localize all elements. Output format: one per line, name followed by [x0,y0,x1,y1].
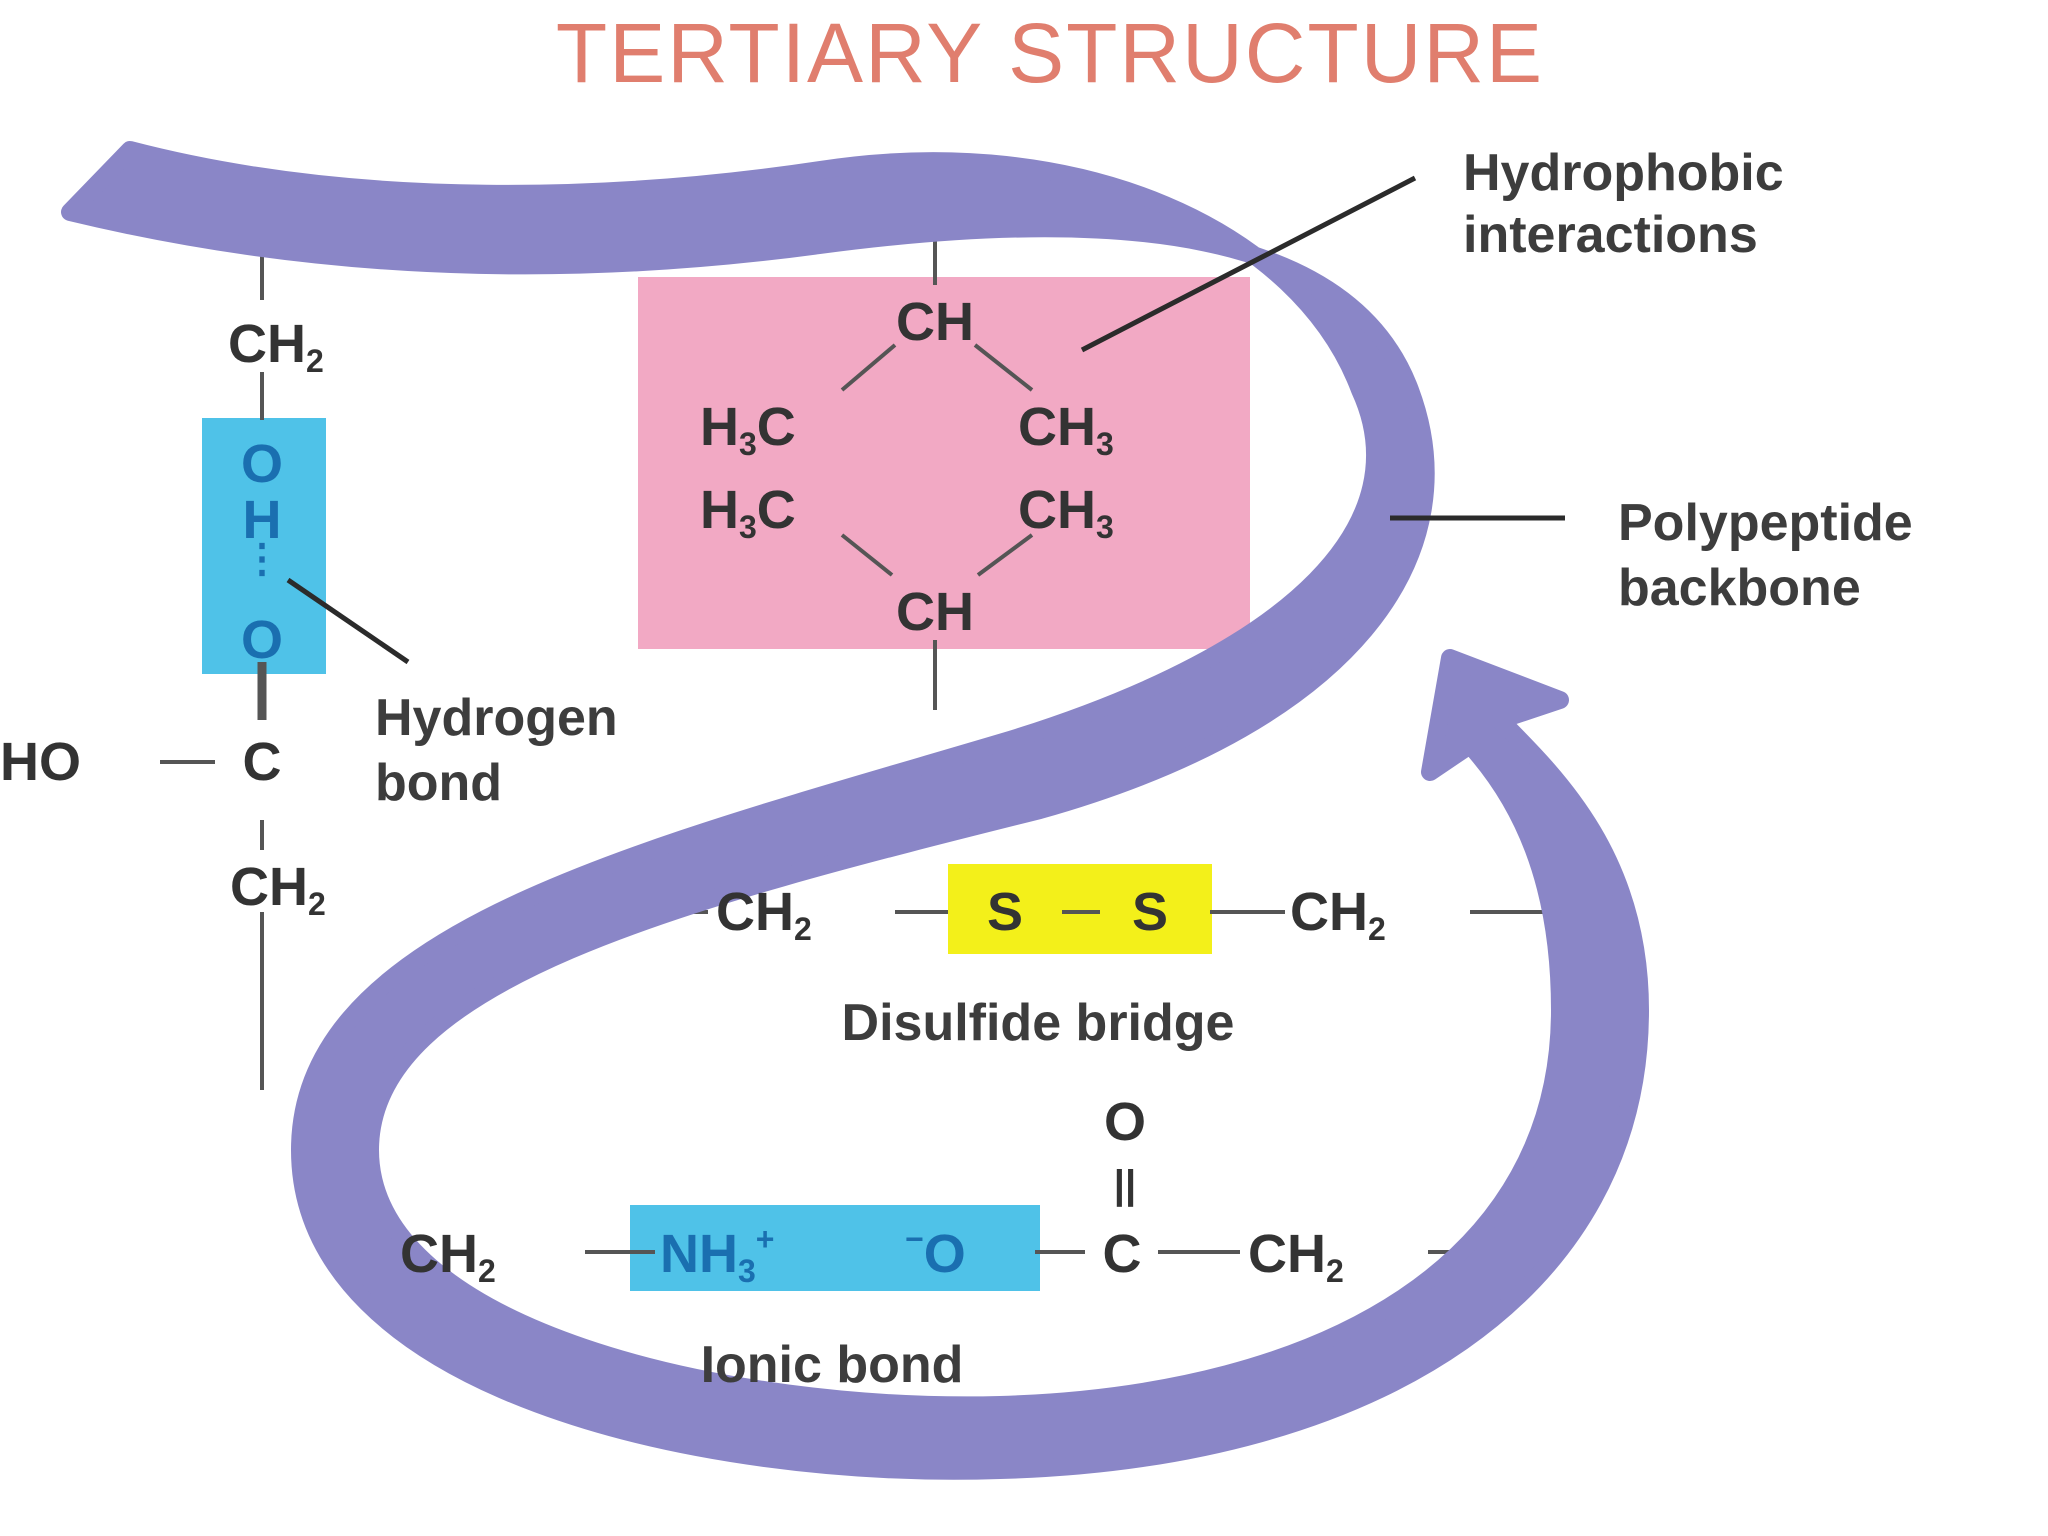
disulfide-box [948,864,1212,954]
ionic-bond-box [630,1205,1040,1291]
ch2-bottom-left: CH2 [230,857,326,922]
carbonyl-carbon: C [1103,1224,1142,1284]
ch3-upper: CH3 [1018,397,1114,462]
label-disulfide-bridge: Disulfide bridge [842,994,1235,1052]
label-backbone-line1: Polypeptide [1618,494,1913,552]
hydrophobic-leader-line [1080,175,1417,353]
label-hydrophobic-line2: interactions [1463,206,1758,264]
hydrogen-atom: H [243,490,282,550]
ch-bottom: CH [896,582,974,642]
ch2-ionic-left: CH2 [400,1224,496,1289]
hydrophobic-box [638,277,1250,649]
ch2-ionic-right: CH2 [1248,1224,1344,1289]
carbon-left: C [243,732,282,792]
h3c-lower: H3C [700,480,796,545]
oxygen-donor: O [241,434,283,494]
ho-group: HO [0,732,81,792]
sulfur-right: S [1132,882,1168,942]
carbonyl-oxygen: O [1104,1092,1146,1152]
hbond-dots: ⋮ [242,537,282,581]
ch2-disulfide-left: CH2 [716,882,812,947]
ch2-disulfide-right: CH2 [1290,882,1386,947]
label-hydrophobic-line1: Hydrophobic [1463,144,1784,202]
carboxylate-oxygen: −O [905,1221,966,1284]
ch3-lower: CH3 [1018,480,1114,545]
h3c-upper: H3C [700,397,796,462]
hydrogen-leader-line [286,577,410,665]
label-ionic-bond: Ionic bond [701,1336,964,1394]
polypeptide-backbone [61,141,1649,1480]
oxygen-acceptor: O [241,610,283,670]
sulfur-left: S [987,882,1023,942]
ch2-top-left: CH2 [228,314,324,379]
hydrogen-bond-chemistry: CH2 O H ⋮ O C HO CH2 [0,314,326,922]
hydrogen-bond-box [202,418,326,674]
ionic-chemistry: CH2 NH3+ −O O || C CH2 [400,1092,1344,1289]
ch-top: CH [896,292,974,352]
backbone-ribbon [61,141,1649,1480]
ammonium-group: NH3+ [660,1221,774,1289]
label-hydrogen-line2: bond [375,754,502,812]
label-backbone-line2: backbone [1618,559,1861,617]
carbonyl-double-bond: || [1114,1163,1136,1207]
hydrophobic-chemistry: CH H3C CH3 H3C CH3 CH [700,292,1114,642]
label-hydrogen-line1: Hydrogen [375,689,618,747]
diagram-title: TERTIARY STRUCTURE [556,6,1544,100]
disulfide-chemistry: CH2 S S CH2 [716,882,1386,947]
